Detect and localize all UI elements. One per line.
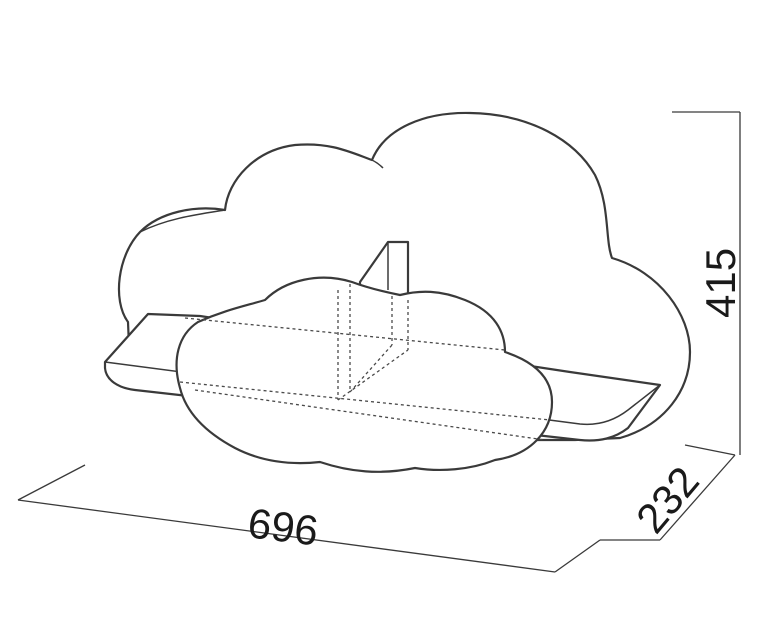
width-dimension (17, 464, 601, 573)
hidden-lines (179, 284, 551, 441)
back-cloud-edge (139, 159, 384, 233)
depth-dimension-label: 232 (627, 458, 708, 542)
depth-dimension (600, 444, 736, 541)
height-dimension (672, 111, 741, 455)
width-dimension-label: 696 (245, 499, 320, 554)
shelf-board-front-edge (104, 361, 661, 426)
height-dimension-label: 415 (697, 248, 744, 318)
